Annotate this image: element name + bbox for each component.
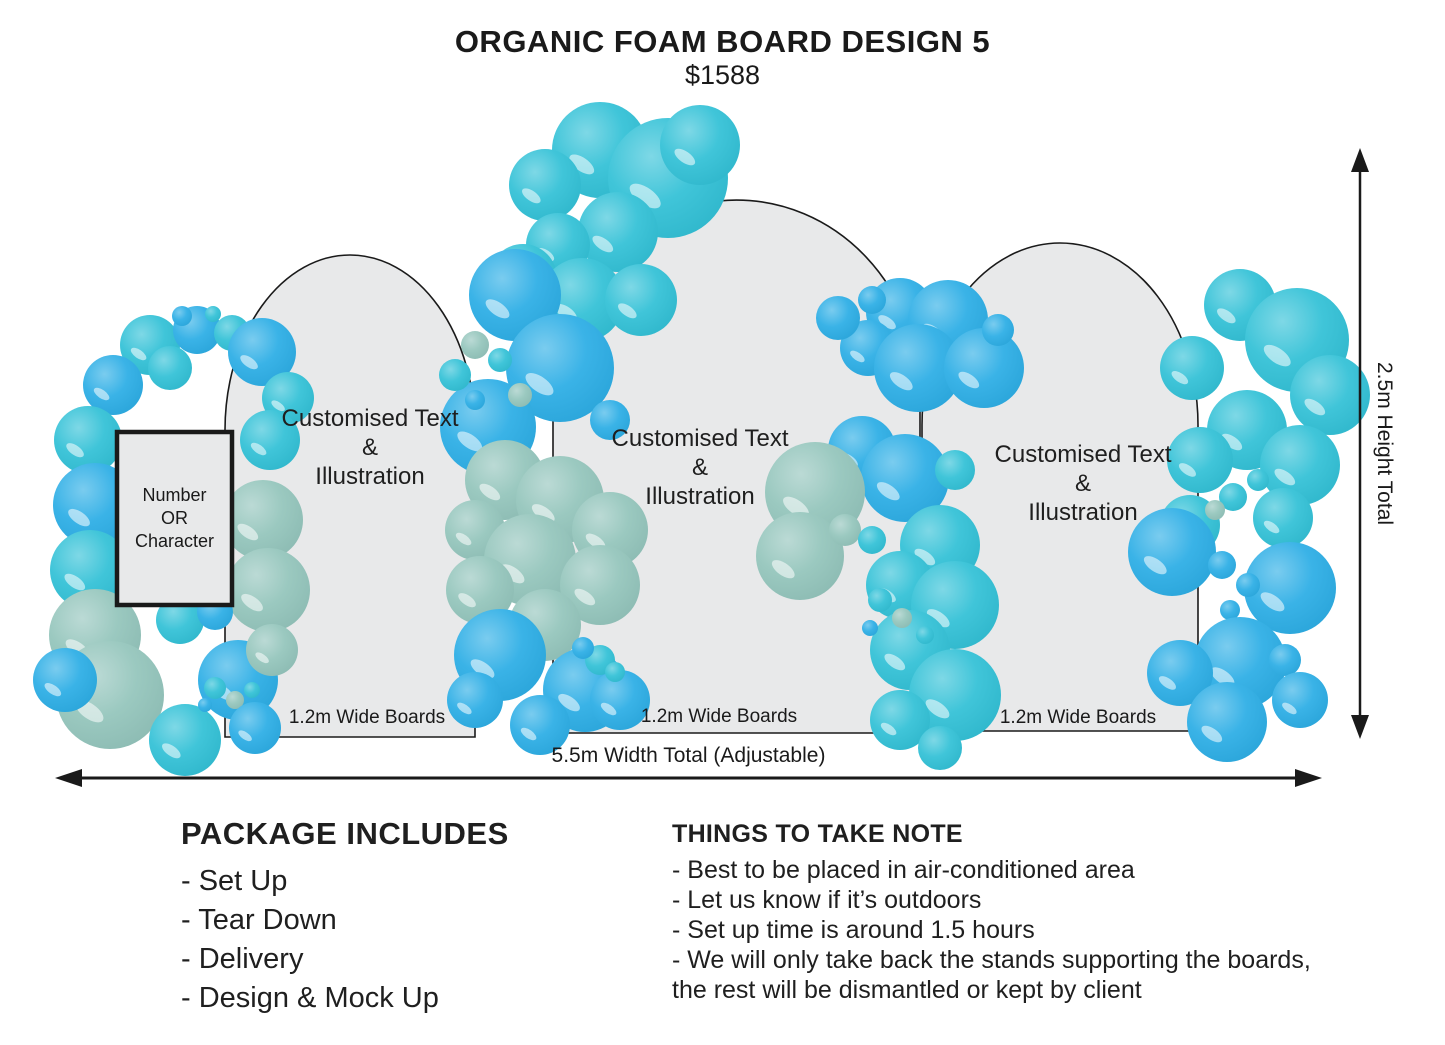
board-3-label: Customised Text & Illustration [983, 440, 1183, 527]
number-board-label: Number OR Character [117, 484, 232, 553]
board-2-label: Customised Text & Illustration [600, 424, 800, 511]
package-item: - Design & Mock Up [181, 982, 439, 1014]
price-text: $1588 [684, 60, 761, 90]
board-label-line: Customised Text [994, 441, 1172, 468]
number-board-line: Character [134, 531, 215, 551]
number-board-line: Number [142, 485, 207, 505]
package-item: - Delivery [181, 943, 304, 975]
board-1-width-label: 1.2m Wide Boards [288, 707, 446, 728]
width-dimension-arrow [55, 769, 1322, 787]
things-to-note-heading: THINGS TO TAKE NOTE [672, 820, 963, 848]
board-3-width-label: 1.2m Wide Boards [999, 707, 1157, 728]
page-title: ORGANIC FOAM BOARD DESIGN 5 [454, 24, 991, 59]
board-1-label: Customised Text & Illustration [270, 404, 470, 491]
package-includes-heading: PACKAGE INCLUDES [181, 816, 509, 851]
height-dimension-arrow [1351, 148, 1369, 739]
height-total-label: 2.5m Height Total [1373, 361, 1396, 526]
dimension-arrows [55, 148, 1369, 787]
board-label-line: Illustration [1028, 499, 1138, 526]
balloon-garlands [33, 102, 1370, 776]
note-items-list: - Best to be placed in air-conditioned a… [672, 855, 1372, 1005]
board-label-line: Illustration [645, 483, 755, 510]
number-board-line: OR [161, 508, 188, 528]
number-character-board [114, 429, 235, 608]
board-label-line: & [1074, 470, 1091, 497]
package-item: - Set Up [181, 865, 288, 897]
things-to-note-section: THINGS TO TAKE NOTE - Best to be placed … [672, 820, 1372, 1005]
board-label-line: & [691, 454, 708, 481]
package-items-list: - Set Up - Tear Down - Delivery - Design… [181, 862, 641, 1018]
note-item: - Set up time is around 1.5 hours [672, 916, 1035, 944]
note-item: - Let us know if it’s outdoors [672, 886, 982, 914]
note-item: - Best to be placed in air-conditioned a… [672, 856, 1135, 884]
board-label-line: & [361, 434, 378, 461]
board-2-width-label: 1.2m Wide Boards [640, 706, 798, 727]
board-label-line: Customised Text [611, 425, 789, 452]
package-item: - Tear Down [181, 904, 337, 936]
width-total-label: 5.5m Width Total (Adjustable) [551, 744, 826, 767]
board-label-line: Illustration [315, 463, 425, 490]
note-item: - We will only take back the stands supp… [672, 946, 1311, 1004]
package-includes-section: PACKAGE INCLUDES - Set Up - Tear Down - … [181, 816, 641, 1018]
board-label-line: Customised Text [281, 405, 459, 432]
